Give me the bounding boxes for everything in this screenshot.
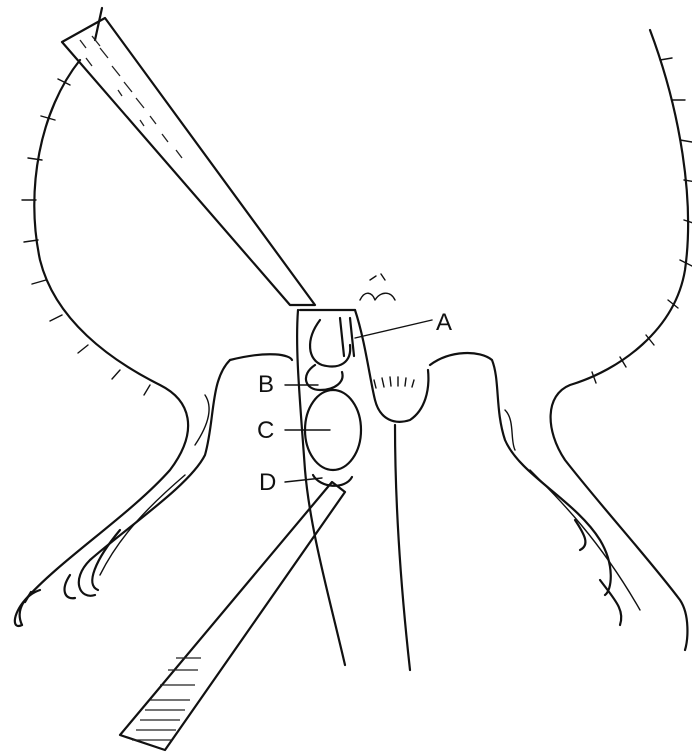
label-d: D	[259, 469, 276, 496]
leader-lines	[285, 320, 432, 482]
internal-structures	[305, 318, 361, 486]
label-b: B	[258, 371, 274, 398]
label-a: A	[436, 309, 452, 336]
left-leg	[20, 354, 292, 625]
central-body	[297, 274, 428, 670]
leader-line-a	[355, 320, 432, 338]
right-lobe	[551, 30, 692, 650]
upper-dissecting-needle	[62, 18, 315, 305]
label-c: C	[257, 417, 274, 444]
right-leg	[430, 353, 640, 625]
left-lobe	[15, 8, 188, 626]
